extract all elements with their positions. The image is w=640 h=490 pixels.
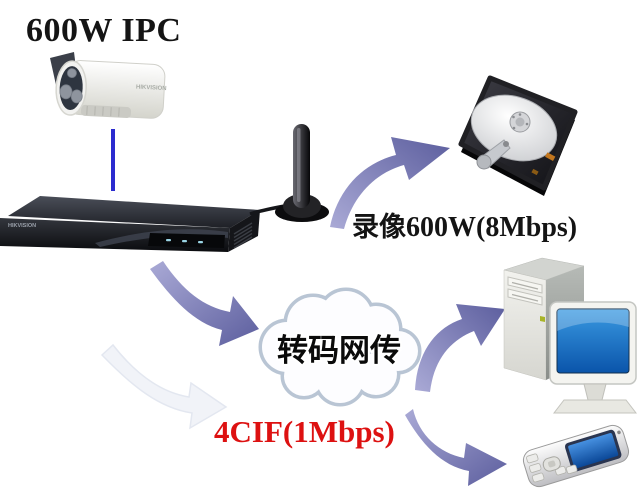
network-cloud-icon: 转码网传	[258, 287, 422, 407]
cloud-label: 转码网传	[277, 333, 401, 368]
nvr-recorder-icon: HIKVISION	[0, 196, 260, 252]
arrow-cloud-to-phone	[405, 409, 507, 486]
arrow-nvr-to-hdd	[330, 137, 450, 229]
bullet-camera-icon: HIKVISION	[50, 52, 167, 119]
record-label: 录像600W(8Mbps)	[352, 205, 577, 244]
camera-brand-label: HIKVISION	[136, 84, 167, 92]
record-label-en: 600W(8Mbps)	[406, 212, 578, 243]
camera-title-label: 600W IPC	[26, 12, 182, 49]
mobile-phone-icon	[522, 424, 630, 488]
camera-nvr-link-line	[111, 129, 115, 191]
hard-disk-icon	[458, 75, 578, 196]
stream-label: 4CIF(1Mbps)	[214, 414, 395, 449]
antenna-icon	[249, 124, 329, 222]
ghost-arrow-nvr-to-cloud	[100, 343, 228, 430]
record-label-cn: 录像	[352, 212, 406, 242]
arrow-cloud-to-pc	[415, 304, 505, 392]
arrow-nvr-to-cloud	[150, 261, 259, 346]
nvr-brand-label: HIKVISION	[8, 223, 36, 229]
desktop-computer-icon	[503, 257, 638, 414]
